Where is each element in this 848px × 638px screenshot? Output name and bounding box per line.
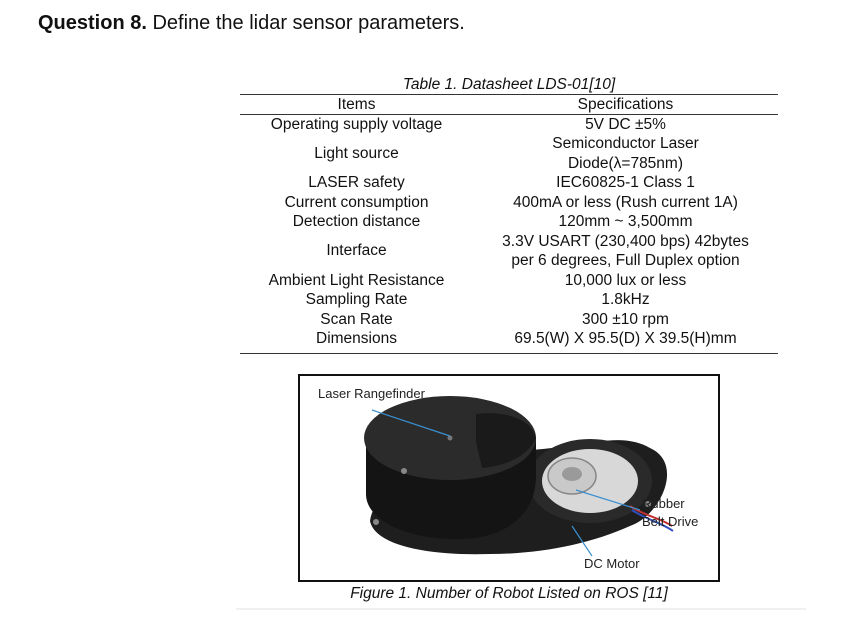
item-cell: Light source bbox=[314, 144, 399, 162]
table-row: Dimensions 69.5(W) X 95.5(D) X 39.5(H)mm bbox=[240, 329, 778, 349]
item-cell: Sampling Rate bbox=[305, 291, 408, 308]
label-belt-drive: Belt Drive bbox=[642, 514, 699, 529]
spec-line: Diode(λ=785nm) bbox=[567, 154, 684, 172]
table-header-rule bbox=[240, 114, 778, 115]
spec-cell: 1.8kHz bbox=[601, 291, 650, 308]
rangefinder-window bbox=[476, 413, 536, 468]
table-caption: Table 1. Datasheet LDS-01[10] bbox=[402, 76, 616, 93]
item-cell: Interface bbox=[326, 242, 387, 260]
item-cell: Current consumption bbox=[284, 193, 429, 211]
spec-cell: 400mA or less (Rush current 1A) bbox=[513, 193, 738, 211]
spec-cell: 300 ±10 rpm bbox=[582, 310, 669, 328]
figure-caption: Figure 1. Number of Robot Listed on ROS … bbox=[350, 585, 668, 602]
table-row: Scan Rate 300 ±10 rpm bbox=[240, 310, 778, 330]
table-row: Operating supply voltage 5V DC ±5% bbox=[240, 115, 778, 135]
question-heading: Question 8. Define the lidar sensor para… bbox=[38, 12, 465, 35]
table-header-row: Items Specifications bbox=[240, 95, 778, 115]
wire-blue bbox=[631, 509, 674, 532]
rangefinder-screw bbox=[447, 435, 453, 441]
spec-cell: 5V DC ±5% bbox=[585, 115, 666, 133]
item-cell: Dimensions bbox=[316, 330, 397, 347]
mount-screw bbox=[373, 519, 379, 525]
mount-screw bbox=[645, 501, 651, 507]
spec-cell: IEC60825-1 Class 1 bbox=[556, 174, 695, 191]
question-number: Question 8. bbox=[38, 12, 147, 34]
pointer-motor bbox=[571, 525, 593, 557]
item-cell: Ambient Light Resistance bbox=[268, 271, 445, 289]
mount-screw bbox=[401, 468, 407, 474]
item-cell: Detection distance bbox=[292, 213, 421, 230]
label-laser-rangefinder: Laser Rangefinder bbox=[318, 386, 425, 401]
lidar-illustration bbox=[364, 396, 674, 557]
label-rubber: Rubber bbox=[642, 496, 685, 511]
question-text: Define the lidar sensor parameters. bbox=[146, 12, 465, 34]
spec-cell: 69.5(W) X 95.5(D) X 39.5(H)mm bbox=[514, 330, 737, 347]
item-cell: Scan Rate bbox=[320, 310, 393, 328]
table-row: Ambient Light Resistance 10,000 lux or l… bbox=[240, 271, 778, 291]
pointer-laser bbox=[371, 409, 451, 437]
item-cell: Operating supply voltage bbox=[270, 115, 443, 133]
lidar-figure: Laser Rangefinder Rubber Belt Drive DC M… bbox=[298, 374, 720, 582]
header-items: Items bbox=[337, 96, 376, 113]
spec-line: 3.3V USART (230,400 bps) 42bytes bbox=[502, 232, 749, 250]
spec-cell: 10,000 lux or less bbox=[564, 271, 687, 289]
datasheet-table: Items Specifications Operating supply vo… bbox=[240, 95, 778, 349]
table-row: Detection distance 120mm ~ 3,500mm bbox=[240, 212, 778, 232]
header-specifications: Specifications bbox=[577, 96, 674, 113]
table-row: Interface 3.3V USART (230,400 bps) 42byt… bbox=[240, 232, 778, 271]
spec-cell: 120mm ~ 3,500mm bbox=[558, 213, 693, 230]
table-row: Sampling Rate 1.8kHz bbox=[240, 290, 778, 310]
spec-cell: 3.3V USART (230,400 bps) 42bytes per 6 d… bbox=[473, 232, 778, 271]
table-row: LASER safety IEC60825-1 Class 1 bbox=[240, 173, 778, 193]
spec-line: Semiconductor Laser bbox=[552, 135, 699, 152]
table-bottom-rule bbox=[240, 353, 778, 354]
label-dc-motor: DC Motor bbox=[584, 556, 640, 571]
motor-hub bbox=[562, 467, 582, 481]
spec-line: per 6 degrees, Full Duplex option bbox=[511, 252, 740, 269]
spec-cell: Semiconductor Laser Diode(λ=785nm) bbox=[473, 134, 778, 173]
page-divider bbox=[236, 608, 806, 610]
table-top-rule bbox=[240, 94, 778, 95]
table-row: Current consumption 400mA or less (Rush … bbox=[240, 193, 778, 213]
table-row: Light source Semiconductor Laser Diode(λ… bbox=[240, 134, 778, 173]
pointer-belt bbox=[575, 489, 641, 511]
item-cell: LASER safety bbox=[308, 174, 405, 191]
